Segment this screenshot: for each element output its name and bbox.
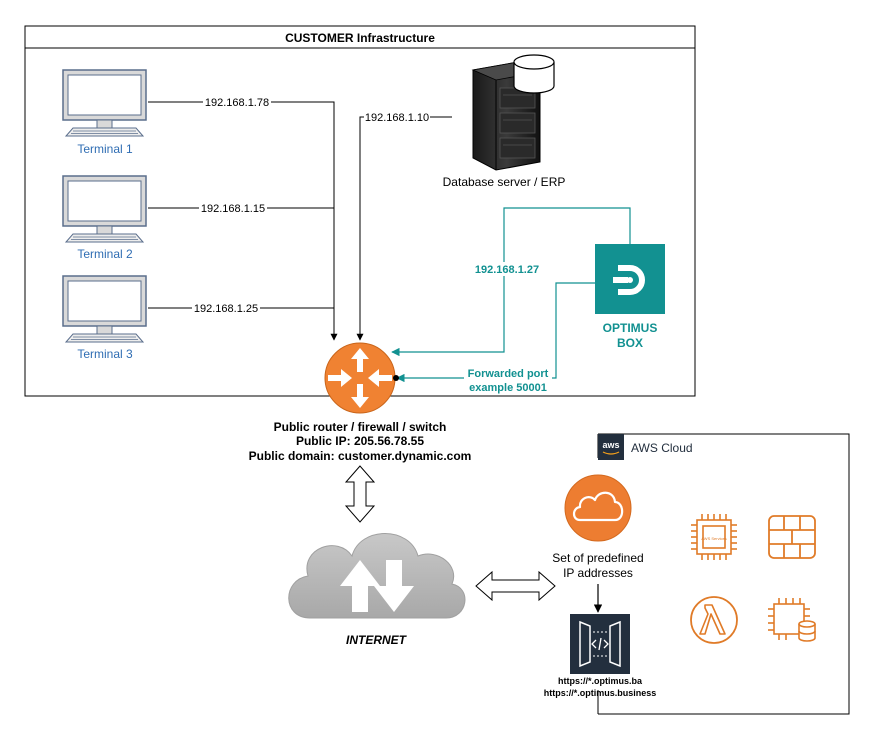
ip-label-terminal-3: 192.168.1.25	[192, 301, 260, 315]
router-label-line1: Public router / firewall / switch	[274, 420, 447, 434]
terminal-1-label: Terminal 1	[77, 142, 133, 156]
aws-cloud-title: AWS Cloud	[631, 441, 693, 455]
aws-lambda-icon	[690, 596, 738, 644]
terminal-3[interactable]	[62, 275, 147, 343]
database-cylinder-icon	[513, 54, 555, 94]
router[interactable]: Public router / firewall / switch Public…	[249, 342, 472, 463]
monitor-icon	[62, 175, 147, 243]
optimus-box[interactable]: OPTIMUS BOX	[595, 244, 665, 350]
router-label-line3: Public domain: customer.dynamic.com	[249, 449, 472, 463]
aws-chip-text: AWS Services	[701, 536, 726, 541]
ip-set-label-line2: IP addresses	[563, 566, 633, 580]
router-internet-double-arrow	[344, 465, 376, 523]
router-label-line2: Public IP: 205.56.78.55	[296, 434, 424, 448]
aws-grid-icon	[768, 515, 816, 559]
internet[interactable]: INTERNET	[288, 533, 466, 648]
ip-label-database: 192.168.1.10	[364, 110, 430, 124]
cloud-circle-icon	[564, 474, 632, 542]
optimus-logo-icon	[613, 265, 645, 295]
database-server[interactable]: Database server / ERP	[443, 54, 566, 189]
terminal-2[interactable]	[62, 175, 147, 243]
customer-box-title: CUSTOMER Infrastructure	[285, 31, 435, 45]
router-icon	[324, 342, 396, 414]
aws-gateway[interactable]: https://*.optimus.ba https://*.optimus.b…	[544, 614, 657, 698]
optimus-label-line1: OPTIMUS	[603, 321, 658, 335]
terminal-2-label: Terminal 2	[77, 247, 133, 261]
optimus-label-line2: BOX	[617, 336, 643, 350]
svg-text:Forwarded port: Forwarded port	[468, 368, 549, 380]
api-gateway-icon	[570, 614, 630, 674]
svg-text:192.168.1.15: 192.168.1.15	[201, 203, 265, 215]
optimus-lan-link	[391, 207, 631, 357]
svg-text:192.168.1.10: 192.168.1.10	[365, 112, 429, 124]
ip-label-terminal-2: 192.168.1.15	[199, 201, 267, 215]
aws-chip-database-icon	[768, 598, 816, 642]
gateway-url-1: https://*.optimus.ba	[558, 676, 643, 686]
internet-cloud-icon	[288, 533, 466, 619]
aws-chip-icon	[691, 514, 737, 560]
aws-cloud-group: aws AWS Cloud	[597, 433, 850, 715]
aws-logo-icon: aws	[598, 434, 624, 460]
database-label: Database server / ERP	[443, 175, 566, 189]
ip-set-label-line1: Set of predefined	[552, 551, 643, 565]
svg-text:192.168.1.78: 192.168.1.78	[205, 97, 269, 109]
svg-text:192.168.1.25: 192.168.1.25	[194, 303, 258, 315]
monitor-icon	[62, 275, 147, 343]
svg-text:aws: aws	[602, 440, 619, 450]
svg-text:192.168.1.27: 192.168.1.27	[475, 264, 539, 276]
optimus-ip-label: 192.168.1.27	[472, 262, 542, 276]
monitor-icon	[62, 69, 147, 137]
internet-aws-double-arrow	[475, 570, 556, 602]
ip-label-terminal-1: 192.168.1.78	[203, 95, 271, 109]
gateway-url-2: https://*.optimus.business	[544, 688, 657, 698]
terminal-1[interactable]	[62, 69, 147, 137]
terminal-3-label: Terminal 3	[77, 347, 133, 361]
svg-text:example 50001: example 50001	[469, 382, 547, 394]
internet-label: INTERNET	[346, 633, 408, 647]
aws-ip-set[interactable]: Set of predefined IP addresses	[552, 474, 644, 582]
forwarded-port-label: Forwarded port example 50001	[464, 366, 552, 394]
